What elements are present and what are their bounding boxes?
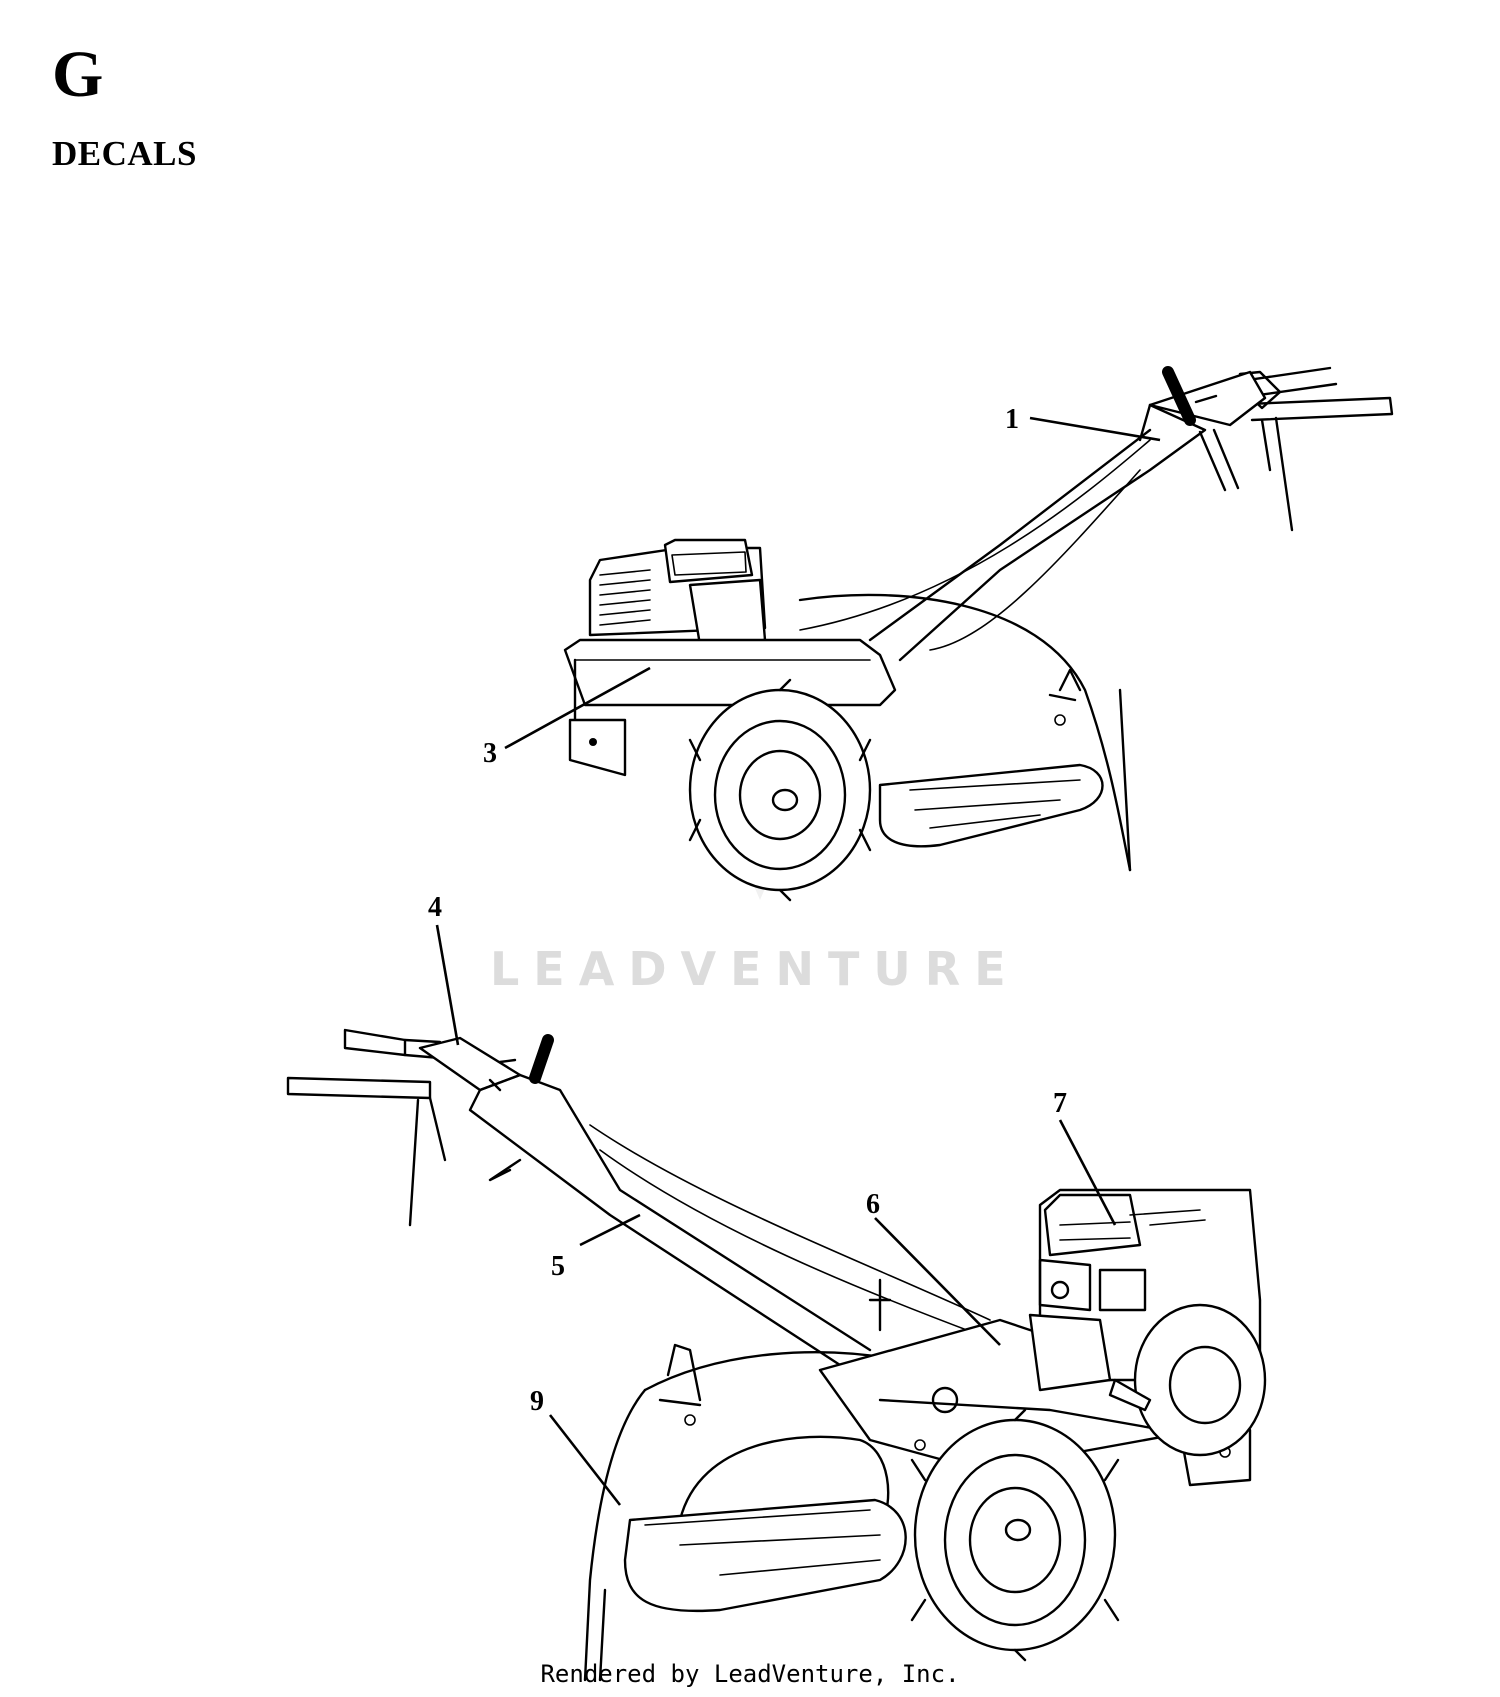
- leader-9: [548, 1414, 622, 1506]
- callout-6: 6: [866, 1189, 880, 1220]
- watermark-text: LEADVENTURE: [490, 942, 1020, 996]
- leader-4: [435, 924, 460, 1046]
- tiller-bottom-illustration: [286, 1028, 1267, 1682]
- callout-3: 3: [483, 738, 497, 769]
- callout-1: 1: [1005, 404, 1019, 435]
- leader-3: [504, 666, 651, 750]
- leader-6: [874, 1217, 1001, 1346]
- callout-4: 4: [428, 892, 442, 923]
- leader-5: [579, 1213, 641, 1247]
- section-title: DECALS: [52, 134, 197, 173]
- callout-9: 9: [530, 1386, 544, 1417]
- section-letter: G: [52, 38, 104, 111]
- footer-credit: Rendered by LeadVenture, Inc.: [540, 1660, 960, 1688]
- callout-5: 5: [551, 1251, 565, 1282]
- leader-7: [1058, 1119, 1117, 1226]
- callout-7: 7: [1053, 1088, 1067, 1119]
- tiller-top-illustration: [563, 366, 1394, 902]
- leader-1: [1029, 416, 1161, 442]
